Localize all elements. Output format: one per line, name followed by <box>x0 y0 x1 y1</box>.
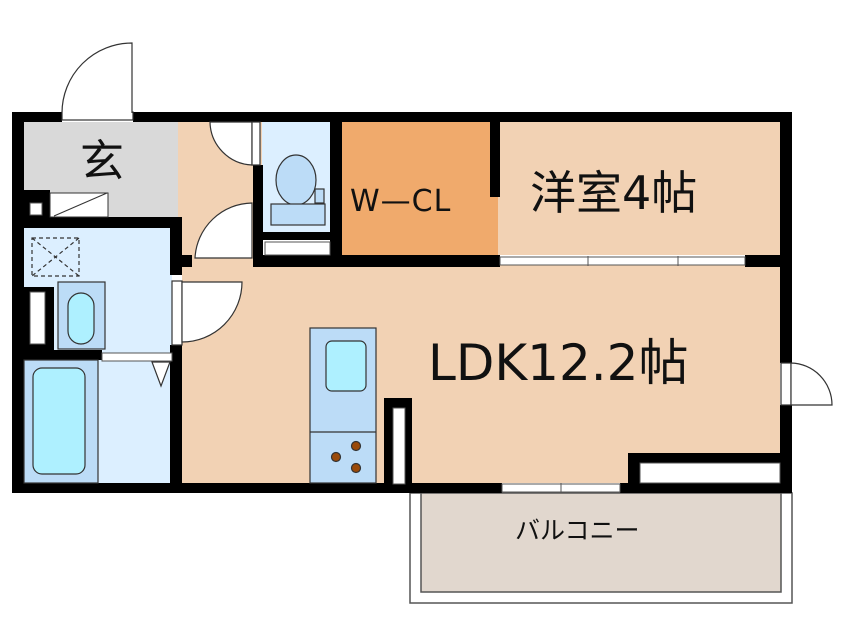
storage-insets <box>29 202 781 485</box>
stove-burner-icon <box>350 462 362 474</box>
stove-burner-icon <box>350 440 362 452</box>
wash-basin <box>57 281 106 350</box>
walk-in-closet-label: W—CL <box>350 184 452 219</box>
walk-in-closet-floor <box>342 122 498 255</box>
stove-burner-icon <box>330 451 342 463</box>
western-room-floor <box>498 122 780 255</box>
balcony-area <box>409 492 793 604</box>
western-room-label: 洋室4帖 <box>530 166 698 220</box>
genkan-label: 玄 <box>80 136 124 187</box>
toilet-fixture <box>270 154 326 226</box>
shoe-box <box>49 192 109 218</box>
walls <box>12 112 792 493</box>
kitchen-unit <box>309 327 377 484</box>
ldk-floor <box>182 265 780 483</box>
bathtub <box>23 359 99 484</box>
washing-machine-space <box>31 237 80 277</box>
doors <box>61 42 833 406</box>
windows <box>499 256 746 493</box>
ldk-label: LDK12.2帖 <box>428 334 689 392</box>
balcony-label: バルコニー <box>515 516 640 545</box>
